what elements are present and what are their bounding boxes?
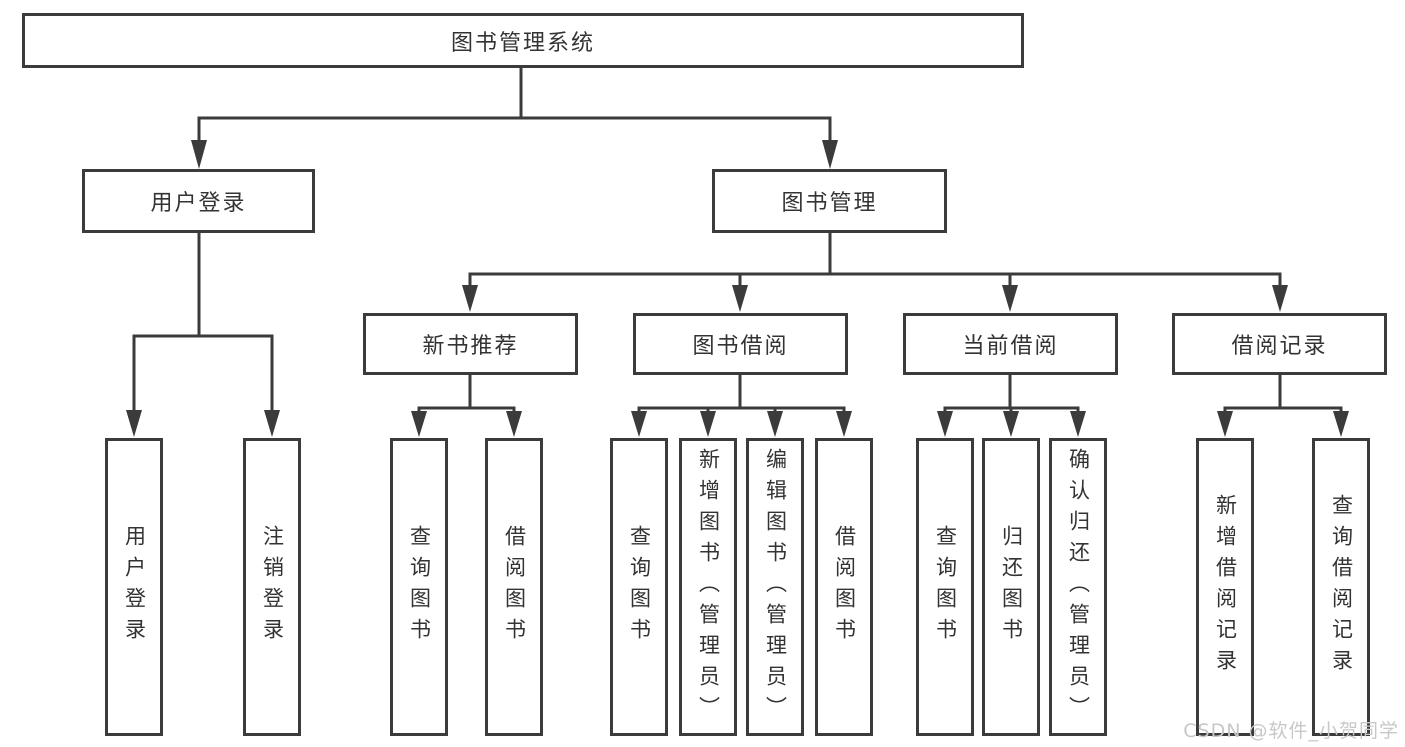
node-current-borrow: 当前借阅 [903,313,1118,375]
leaf-edit-books-admin: 编辑图书（管理员） [746,438,804,736]
leaf-add-borrow-record: 新增借阅记录 [1196,438,1254,736]
leaf-logout: 注销登录 [243,438,301,736]
node-borrow-records: 借阅记录 [1172,313,1387,375]
leaf-query-books-recommend: 查询图书 [390,438,448,736]
node-root-library-system: 图书管理系统 [22,13,1024,68]
csdn-watermark: CSDN @软件_小贺同学 [1183,720,1399,742]
node-new-book-recommend: 新书推荐 [363,313,578,375]
node-user-login: 用户登录 [82,169,315,233]
leaf-query-borrow-record: 查询借阅记录 [1312,438,1370,736]
leaf-borrow-books-recommend: 借阅图书 [485,438,543,736]
leaf-query-books-borrow: 查询图书 [610,438,668,736]
leaf-borrow-books: 借阅图书 [815,438,873,736]
node-book-management: 图书管理 [712,169,947,233]
leaf-confirm-return-admin: 确认归还（管理员） [1049,438,1107,736]
node-book-borrow: 图书借阅 [633,313,848,375]
leaf-add-books-admin: 新增图书（管理员） [679,438,737,736]
leaf-query-books-current: 查询图书 [916,438,974,736]
leaf-return-books: 归还图书 [982,438,1040,736]
leaf-user-login: 用户登录 [105,438,163,736]
